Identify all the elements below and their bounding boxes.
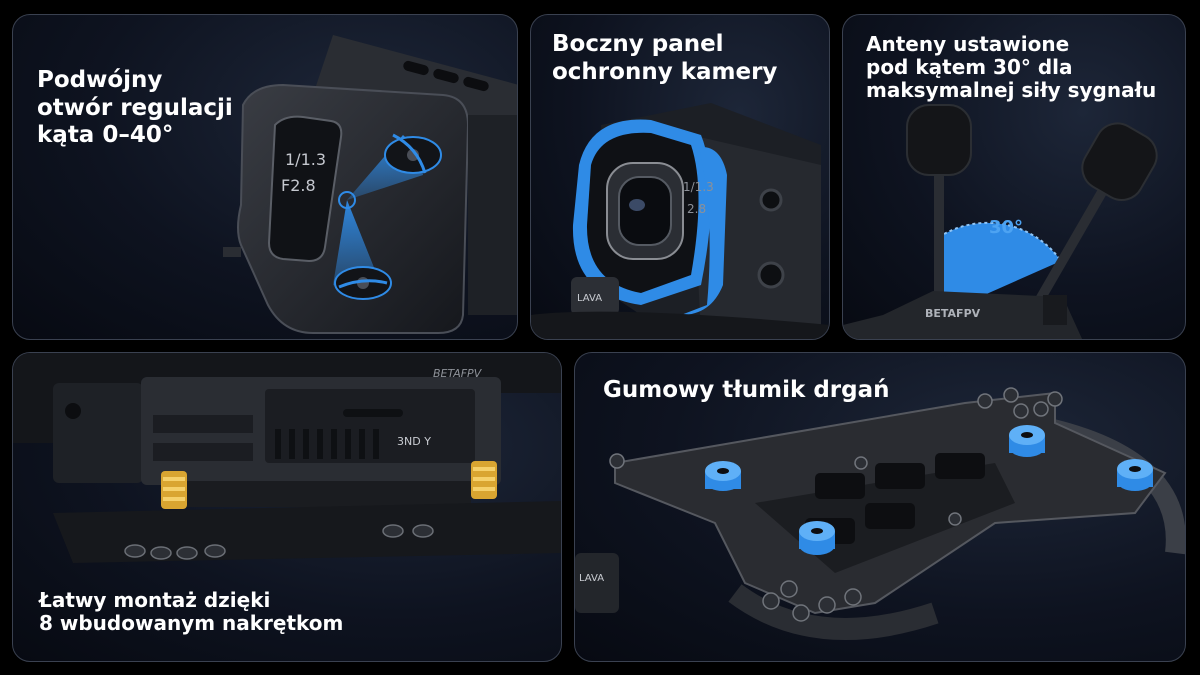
caption-line: pod kątem 30° dla xyxy=(866,55,1073,79)
rubber-damper xyxy=(705,461,741,491)
panel-side-caption: Boczny panel ochronny kamery xyxy=(552,31,777,86)
frame-damper-illustration: LAVA xyxy=(575,387,1185,640)
lens-spec-text: F2.8 xyxy=(281,176,316,195)
lens-spec-text: 1/1.3 xyxy=(683,180,714,194)
rubber-damper xyxy=(799,521,835,555)
antenna-illustration: 30° BETAFPV xyxy=(843,104,1158,339)
caption-line: Anteny ustawione xyxy=(866,32,1070,56)
caption-line: maksymalnej siły sygnału xyxy=(866,78,1157,102)
rubber-damper xyxy=(1009,425,1045,457)
arrow-icon xyxy=(392,133,427,174)
lens-spec-text: 1/1.3 xyxy=(285,150,326,169)
panel-antenna-caption: Anteny ustawione pod kątem 30° dla maksy… xyxy=(866,33,1156,102)
panel-built-in-nuts: Łatwy montaż dzięki 8 wbudowanym nakrętk… xyxy=(12,352,562,662)
angle-label: 30° xyxy=(989,217,1023,238)
arrow-icon xyxy=(338,279,388,289)
caption-line: Boczny panel xyxy=(552,31,724,57)
brand-label: BETAFPV xyxy=(433,367,483,380)
panel-damper-caption: Gumowy tłumik drgań xyxy=(603,377,890,405)
panel-side-protection: Boczny panel ochronny kamery 1/1.3 2.8 L… xyxy=(530,14,830,340)
panel-angle-adjustment: Podwójny otwór regulacji kąta 0–40° 1/1.… xyxy=(12,14,518,340)
caption-line: Gumowy tłumik drgań xyxy=(603,377,890,403)
rubber-damper xyxy=(1117,459,1153,491)
caption-line: Łatwy montaż dzięki xyxy=(39,588,271,612)
caption-line: ochronny kamery xyxy=(552,58,778,85)
camera-side-illustration: 1/1.3 2.8 LAVA xyxy=(531,103,829,339)
stack-illustration: BETAFPV 3ND Y xyxy=(13,353,561,563)
motor-label: LAVA xyxy=(577,293,602,304)
lens-spec-text: 2.8 xyxy=(687,202,706,216)
caption-line: Podwójny xyxy=(37,67,163,93)
caption-line: 8 wbudowanym nakrętkom xyxy=(39,611,344,635)
panel-nuts-caption: Łatwy montaż dzięki 8 wbudowanym nakrętk… xyxy=(39,589,343,635)
camera-mount-illustration: 1/1.3 F2.8 xyxy=(223,35,517,334)
angle-fan xyxy=(939,222,1061,315)
brand-label: BETAFPV xyxy=(925,307,981,320)
caption-line: kąta 0–40° xyxy=(37,122,174,149)
motor-label: LAVA xyxy=(579,573,604,584)
caption-line: otwór regulacji xyxy=(37,94,233,121)
panel-antennas: Anteny ustawione pod kątem 30° dla maksy… xyxy=(842,14,1186,340)
panel-rubber-damper: Gumowy tłumik drgań xyxy=(574,352,1186,662)
panel-angle-caption: Podwójny otwór regulacji kąta 0–40° xyxy=(37,67,233,150)
vtx-label: 3ND Y xyxy=(397,435,431,448)
